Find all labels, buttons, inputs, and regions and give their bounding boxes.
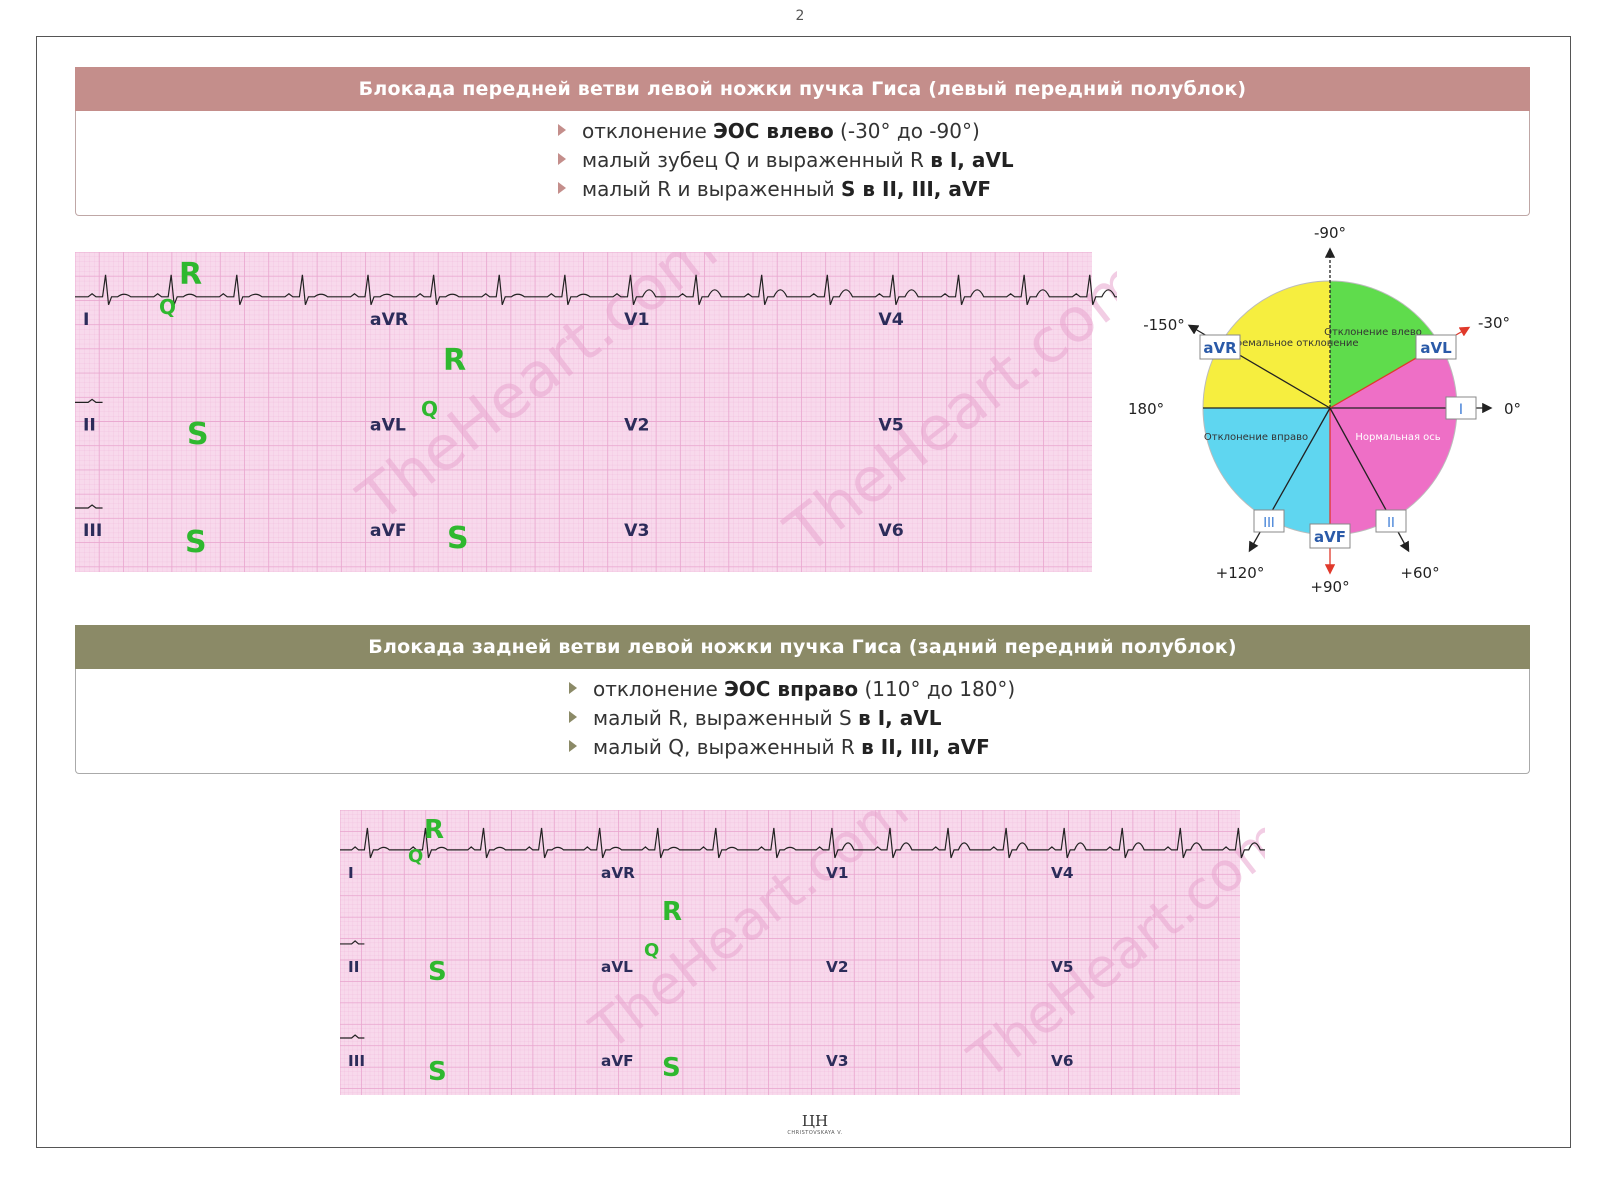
bullet-item: малый R и выраженный S в II, III, aVF: [558, 177, 991, 201]
angle-label: -150°: [1143, 316, 1185, 334]
triangle-bullet-icon: [558, 153, 566, 165]
ecg-lead-label: aVR: [370, 310, 408, 330]
wave-mark: R: [424, 815, 444, 845]
sector-normal: [1330, 344, 1458, 535]
angle-label: -30°: [1478, 314, 1510, 332]
wave-mark: S: [187, 417, 209, 452]
ecg-lead-label: V2: [826, 958, 848, 976]
wave-mark: Q: [159, 295, 176, 319]
bullet-item: малый зубец Q и выраженный R в I, aVL: [558, 148, 1014, 172]
ecg-lead-label: V3: [826, 1052, 848, 1070]
svg-text:aVL: aVL: [1420, 339, 1452, 357]
ecg-lead-label: aVR: [601, 864, 635, 882]
sector-label: Отклонение влево: [1324, 327, 1422, 338]
angle-label: +120°: [1216, 564, 1265, 582]
wave-mark: R: [179, 257, 202, 292]
ecg-lead-label: V3: [624, 521, 649, 541]
sector-right: [1203, 408, 1330, 535]
ecg-lead-label: II: [83, 415, 96, 435]
wave-mark: S: [428, 957, 447, 987]
ecg-lead-label: II: [348, 958, 359, 976]
angle-label: 0°: [1504, 400, 1521, 418]
ecg-lead-label: V2: [624, 415, 649, 435]
bullet-item: отклонение ЭОС вправо (110° до 180°): [569, 677, 1015, 701]
lead-box-ii: II: [1375, 509, 1407, 533]
wave-mark: S: [428, 1057, 447, 1087]
wave-mark: S: [447, 521, 469, 556]
ecg-lead-label: aVL: [601, 958, 633, 976]
wave-mark: S: [662, 1053, 681, 1083]
angle-label: +60°: [1400, 564, 1439, 582]
ecg-lead-label: V5: [878, 415, 903, 435]
author-logo: ЦН CHRISTOVSKAYA V.: [787, 1112, 843, 1136]
triangle-bullet-icon: [558, 124, 566, 136]
sector-extreme: [1203, 281, 1330, 408]
ecg-lead-label: V4: [878, 310, 903, 330]
sector-label: Экстремальное отклонение: [1211, 338, 1358, 349]
bullet-item: отклонение ЭОС влево (-30° до -90°): [558, 119, 980, 143]
ecg-lead-label: V1: [826, 864, 848, 882]
triangle-bullet-icon: [569, 740, 577, 752]
triangle-bullet-icon: [569, 711, 577, 723]
ecg-lead-label: aVF: [601, 1052, 634, 1070]
ecg-lead-label: I: [83, 310, 89, 330]
angle-label: 180°: [1128, 400, 1164, 418]
page-number: 2: [795, 8, 805, 24]
svg-text:II: II: [1387, 516, 1395, 531]
sector-label: Отклонение вправо: [1204, 432, 1308, 443]
axis-diagram: -90° -150° -30° 180° 0° +120° +90° +60° …: [1128, 224, 1521, 596]
lead-box-i: I: [1445, 396, 1477, 420]
ecg-lead-label: V5: [1051, 958, 1073, 976]
section2-title: Блокада задней ветви левой ножки пучка Г…: [75, 625, 1530, 669]
ecg-lead-label: aVF: [370, 521, 407, 541]
bullet-item: малый Q, выраженный R в II, III, aVF: [569, 735, 990, 759]
section2-bullets: отклонение ЭОС вправо (110° до 180°) мал…: [75, 669, 1530, 774]
angle-label: -90°: [1314, 224, 1346, 242]
svg-text:I: I: [1459, 402, 1463, 418]
svg-text:aVR: aVR: [1203, 339, 1237, 357]
ecg-lead-label: V4: [1051, 864, 1073, 882]
ecg-lead-label: V1: [624, 310, 649, 330]
angle-label: +90°: [1310, 578, 1349, 596]
wave-mark: S: [185, 525, 207, 560]
wave-mark: R: [443, 343, 466, 378]
section1-bullets: отклонение ЭОС влево (-30° до -90°) малы…: [75, 111, 1530, 216]
page-frame: [36, 36, 1571, 1148]
svg-text:III: III: [1263, 516, 1275, 531]
wave-mark: Q: [644, 940, 659, 961]
ecg-lead-label: V6: [878, 521, 903, 541]
triangle-bullet-icon: [569, 682, 577, 694]
lead-box-avr: aVR: [1199, 334, 1241, 360]
wave-mark: R: [662, 897, 682, 927]
sector-label: Нормальная ось: [1355, 432, 1440, 443]
bullet-item: малый R, выраженный S в I, aVL: [569, 706, 941, 730]
lead-box-avl: aVL: [1415, 334, 1457, 360]
lead-box-iii: III: [1253, 509, 1285, 533]
svg-text:aVF: aVF: [1314, 528, 1346, 546]
ecg-lead-label: aVL: [370, 415, 406, 435]
ecg-lead-label: V6: [1051, 1052, 1073, 1070]
triangle-bullet-icon: [558, 182, 566, 194]
ecg-lead-label: III: [348, 1052, 365, 1070]
section1-title: Блокада передней ветви левой ножки пучка…: [75, 67, 1530, 111]
wave-mark: Q: [421, 397, 438, 421]
wave-mark: Q: [408, 846, 423, 867]
ecg-lead-label: III: [83, 521, 102, 541]
ecg-lead-label: I: [348, 864, 354, 882]
lead-box-avf: aVF: [1309, 523, 1351, 549]
sector-left: [1330, 281, 1440, 408]
